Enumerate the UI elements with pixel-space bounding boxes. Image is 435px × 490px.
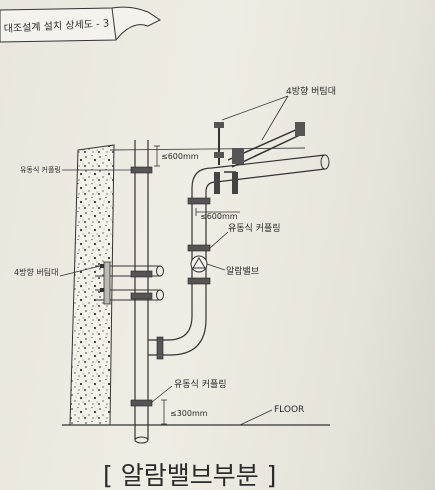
title-banner: 대조설계 설치 상세도 - 3 — [0, 6, 161, 43]
label-dim-600-lower: ≤600mm — [200, 212, 238, 221]
alarm-valve-symbol — [190, 255, 208, 273]
label-dim-600-upper: ≤600mm — [161, 152, 199, 161]
leader-floor — [239, 409, 273, 426]
bottom-elbow-pipe — [148, 215, 207, 356]
dim-300 — [161, 399, 167, 425]
leader-brace-left — [59, 265, 101, 277]
dim-600-upper — [154, 145, 160, 167]
leader-brace-top — [221, 95, 289, 141]
label-alarm-valve: 알람밸브 — [226, 265, 259, 277]
label-coupling-left: 유동식 커플링 — [20, 165, 61, 174]
ceiling-line — [109, 147, 306, 151]
label-dim-300: ≤300mm — [170, 409, 208, 418]
left-brace-pipes — [95, 261, 164, 305]
riser-couplings — [130, 166, 164, 407]
footer-title: [ 알람밸브부분 ] — [103, 461, 276, 490]
label-floor: FLOOR — [274, 405, 304, 415]
main-riser-pipe — [134, 140, 149, 444]
branch-couplings — [187, 197, 211, 285]
dim-600-lower — [195, 208, 240, 216]
leader-coupling-bottom — [151, 385, 173, 403]
label-brace-4way-left: 4방향 버팀대 — [14, 267, 58, 277]
leader-alarm-valve — [206, 263, 226, 271]
upper-4way-brace — [214, 122, 305, 194]
banner-title: 대조설계 설치 상세도 - 3 — [4, 17, 110, 35]
label-coupling-mid: 유동식 커플링 — [228, 222, 281, 234]
upper-branch-pipe — [191, 154, 330, 215]
label-brace-4way-top: 4방향 버팀대 — [286, 85, 336, 97]
leader-coupling-mid — [209, 231, 229, 249]
label-coupling-bottom: 유동식 커플링 — [174, 378, 227, 390]
